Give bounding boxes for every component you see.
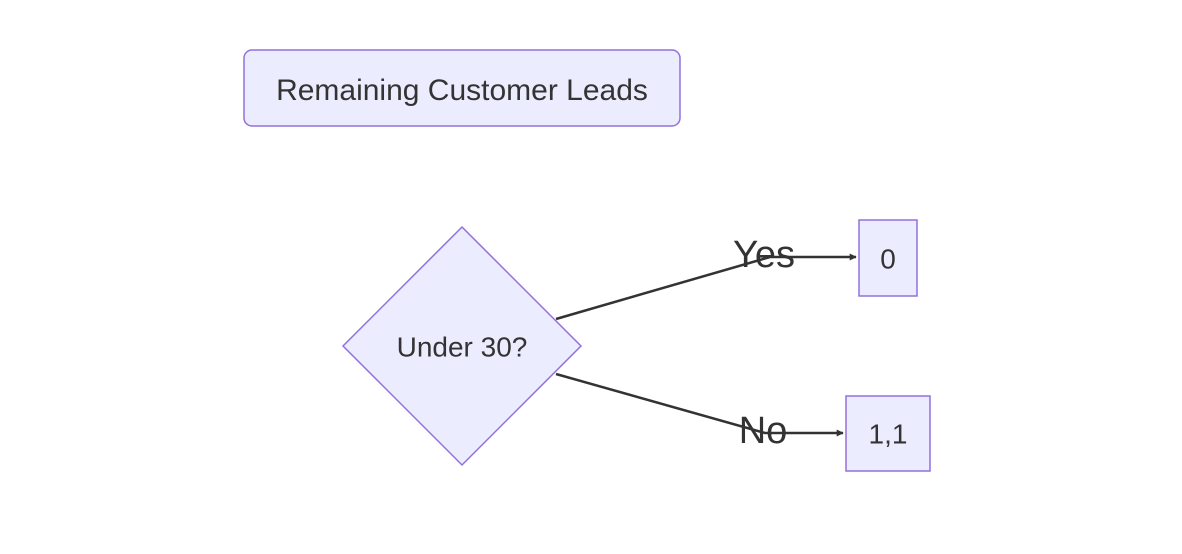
- no-result-node-label: 1,1: [869, 418, 908, 449]
- edge-no-label: No: [739, 410, 788, 452]
- yes-result-node-label: 0: [880, 243, 896, 274]
- yes-result-node-box: [858, 219, 918, 297]
- title-node-box: [243, 49, 681, 127]
- yes-result-node: 0: [858, 219, 918, 297]
- no-result-node: 1,1: [845, 395, 931, 472]
- edge-yes-label: Yes: [733, 234, 795, 276]
- edge-yes-line: [555, 253, 857, 321]
- edge-no: No: [555, 372, 844, 452]
- decision-node: Under 30?: [341, 225, 583, 467]
- edge-yes: Yes: [555, 234, 857, 321]
- decision-node-label: Under 30?: [397, 331, 528, 362]
- no-result-node-box: [845, 395, 931, 472]
- decision-node-diamond: [341, 225, 583, 467]
- title-node: Remaining Customer Leads: [243, 49, 681, 127]
- title-node-label: Remaining Customer Leads: [276, 74, 648, 107]
- edge-no-line: [555, 372, 844, 437]
